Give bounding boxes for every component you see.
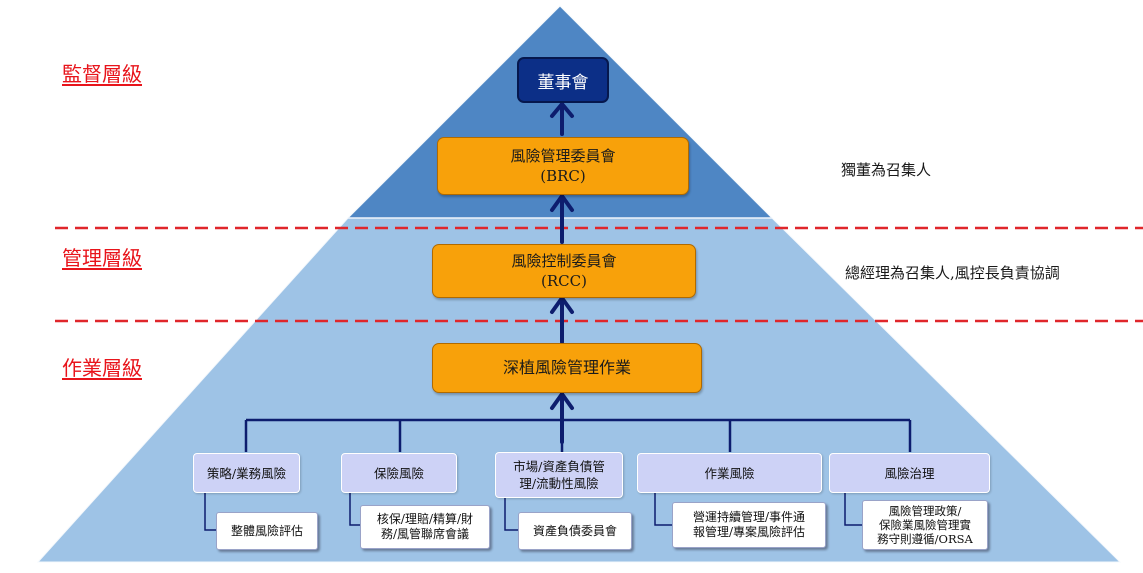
risk-mechanism-box: 整體風險評估 xyxy=(216,512,318,550)
risk-mechanism-line: 核保/理賠/精算/財 xyxy=(376,512,474,526)
risk-mechanism-box: 核保/理賠/精算/財 務/風管聯席會議 xyxy=(360,505,490,549)
brc-box: 風險管理委員會 (BRC) xyxy=(437,137,689,195)
rcc-convener-note: 總經理為召集人,風控長負責協調 xyxy=(845,264,1060,282)
board-label: 董事會 xyxy=(537,72,589,93)
risk-category-label: 策略/業務風險 xyxy=(206,465,287,481)
level-label-supervision: 監督層級 xyxy=(62,62,142,86)
brc-abbr: (BRC) xyxy=(540,167,586,185)
risk-category-label: 保險風險 xyxy=(373,465,424,481)
risk-category-box: 保險風險 xyxy=(341,453,457,493)
risk-connectors xyxy=(244,418,912,452)
risk-mechanism-line: 保險業風險管理實 xyxy=(879,518,971,532)
risk-operations-label: 深植風險管理作業 xyxy=(502,358,631,377)
risk-mechanism-box: 資產負債委員會 xyxy=(518,512,632,550)
risk-category-box: 風險治理 xyxy=(829,453,990,493)
risk-operations-box: 深植風險管理作業 xyxy=(432,343,702,393)
board-of-directors-box: 董事會 xyxy=(517,57,609,103)
risk-mechanism-line: 務守則遵循/ORSA xyxy=(877,532,973,546)
risk-category-label: 市場/資產負債管 xyxy=(513,459,605,474)
risk-category-box: 作業風險 xyxy=(637,453,822,493)
rcc-title: 風險控制委員會 xyxy=(511,252,617,270)
risk-mechanism-line: 營運持續管理/事件通 xyxy=(692,510,806,524)
risk-mechanism-line: 務/風管聯席會議 xyxy=(380,527,470,541)
risk-mechanism-line: 資產負債委員會 xyxy=(532,523,617,538)
level-label-management: 管理層級 xyxy=(62,246,142,270)
level-label-operation: 作業層級 xyxy=(62,356,142,380)
brc-convener-note: 獨董為召集人 xyxy=(841,161,932,179)
rcc-box: 風險控制委員會 (RCC) xyxy=(432,244,696,298)
risk-mechanism-line: 報管理/專案風險評估 xyxy=(692,525,806,539)
risk-category-box: 市場/資產負債管 理/流動性風險 xyxy=(495,452,623,498)
risk-category-label: 理/流動性風險 xyxy=(519,476,599,491)
risk-mechanism-box: 風險管理政策/ 保險業風險管理實 務守則遵循/ORSA xyxy=(862,500,988,550)
rcc-abbr: (RCC) xyxy=(541,272,587,290)
risk-category-box: 策略/業務風險 xyxy=(193,453,300,493)
sub-connectors xyxy=(204,492,862,531)
risk-mechanism-line: 風險管理政策/ xyxy=(888,504,962,518)
risk-category-label: 作業風險 xyxy=(704,465,755,481)
risk-mechanism-box: 營運持續管理/事件通 報管理/專案風險評估 xyxy=(672,502,826,548)
brc-title: 風險管理委員會 xyxy=(510,147,616,165)
risk-mechanism-line: 整體風險評估 xyxy=(230,523,303,538)
risk-category-label: 風險治理 xyxy=(884,465,935,481)
